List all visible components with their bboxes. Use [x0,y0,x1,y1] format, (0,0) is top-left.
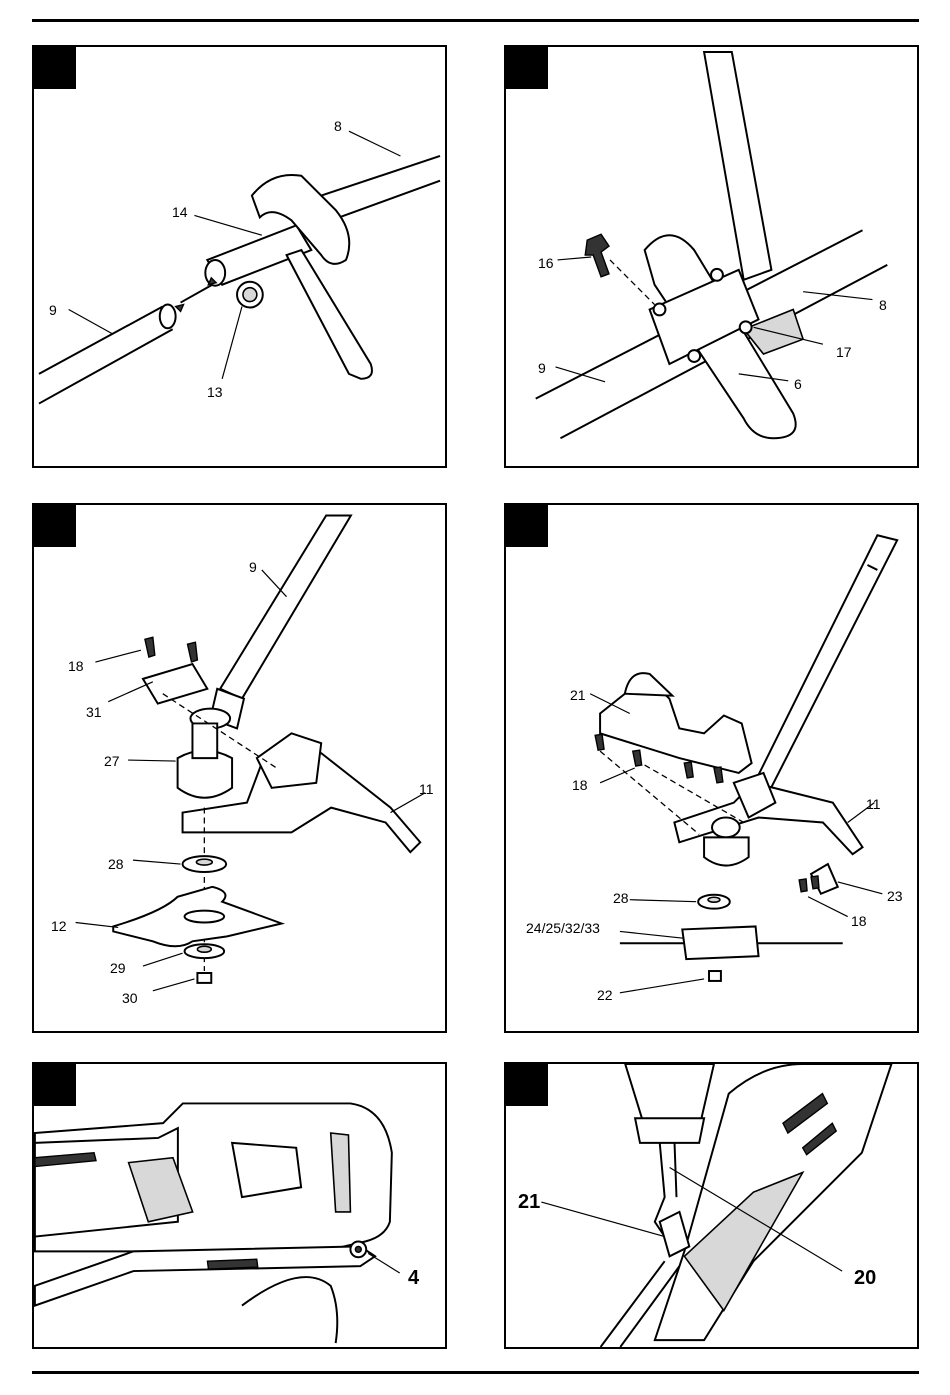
callout-label: 4 [408,1268,419,1288]
callout-label: 18 [572,778,588,792]
callout-label: 24/25/32/33 [526,921,600,935]
callout-label: 9 [249,560,257,574]
callout-label: 12 [51,919,67,933]
callout-label: 29 [110,961,126,975]
callout-label: 14 [172,205,188,219]
callout-label: 21 [570,688,586,702]
callout-label: 6 [794,377,802,391]
callout-label: 13 [207,385,223,399]
callout-label: 8 [334,119,342,133]
panel-6-shoulder-strap-hook: 21 20 [504,1062,919,1349]
callout-label: 11 [866,797,881,811]
blade-assembly-drawing [34,505,445,1031]
callout-label: 8 [879,298,887,312]
shaft-coupling-drawing [506,47,917,466]
callout-label: 21 [518,1192,540,1212]
callout-label: 27 [104,754,120,768]
handle-mounting-drawing [34,47,445,466]
shoulder-strap-hook-drawing [506,1064,917,1347]
panel-3-blade-assembly: 9 18 31 27 11 28 12 29 30 [32,503,447,1033]
top-rule [32,19,919,22]
callout-label: 20 [854,1268,876,1288]
callout-label: 11 [419,782,434,796]
callout-label: 31 [86,705,102,719]
callout-label: 16 [538,256,554,270]
callout-label: 9 [49,303,57,317]
bottom-rule [32,1371,919,1374]
callout-label: 17 [836,345,852,359]
panel-5-motor-housing: 4 [32,1062,447,1349]
line-head-assembly-drawing [506,505,917,1031]
callout-label: 28 [108,857,124,871]
callout-label: 30 [122,991,138,1005]
panel-1-handle-mounting: 8 14 9 13 [32,45,447,468]
callout-label: 18 [851,914,867,928]
callout-label: 28 [613,891,629,905]
callout-label: 23 [887,889,903,903]
callout-label: 9 [538,361,546,375]
panel-4-line-head-assembly: 21 18 11 28 23 18 24/25/32/33 22 [504,503,919,1033]
callout-label: 18 [68,659,84,673]
callout-label: 22 [597,988,613,1002]
motor-housing-drawing [34,1064,445,1347]
panel-2-shaft-coupling: 16 8 17 9 6 [504,45,919,468]
